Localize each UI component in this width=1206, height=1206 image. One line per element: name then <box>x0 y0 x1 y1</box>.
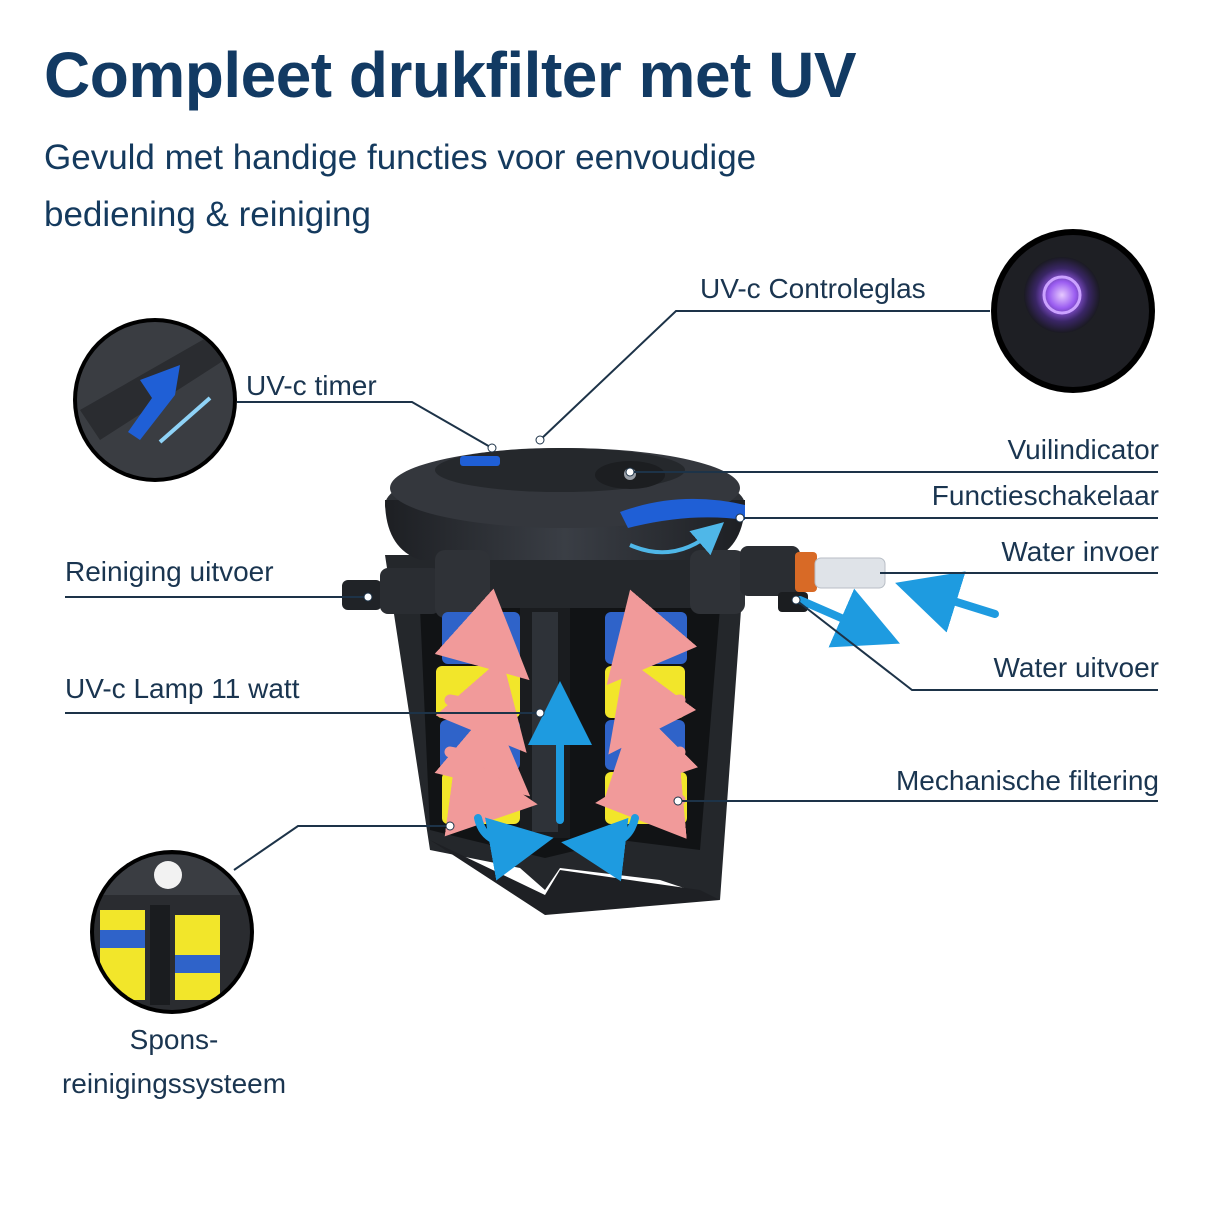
label-water-outlet: Water uitvoer <box>993 652 1159 683</box>
leader-lines <box>65 310 1158 871</box>
label-sponge-line2: reinigingssysteem <box>61 1068 287 1099</box>
page-subtitle-line2: bediening & reiniging <box>44 195 371 234</box>
uv-glass-close-up-icon <box>991 229 1155 393</box>
leader-dots <box>363 435 801 831</box>
switch-rotation-arrow <box>629 522 725 556</box>
sponge-system-close-up-icon <box>90 850 254 1014</box>
page-title: Compleet drukfilter met UV <box>44 39 857 111</box>
flow-arrows-inward <box>434 588 699 839</box>
label-cleaning-outlet: Reiniging uitvoer <box>65 556 274 587</box>
label-dirt-indicator: Vuilindicator <box>1007 434 1159 465</box>
label-mechanical-filtering: Mechanische filtering <box>895 765 1159 796</box>
label-sponge-line1: Spons- <box>129 1024 219 1055</box>
page-subtitle-line1: Gevuld met handige functies voor eenvoud… <box>44 138 757 177</box>
label-uv-lamp: UV-c Lamp 11 watt <box>65 673 300 704</box>
timer-close-up-icon <box>73 318 237 482</box>
label-uv-timer: UV-c timer <box>246 370 377 401</box>
label-water-inlet: Water invoer <box>1001 536 1159 567</box>
label-uv-glass: UV-c Controleglas <box>700 273 926 304</box>
label-function-switch: Functieschakelaar <box>931 480 1159 511</box>
flow-arrows-blue <box>474 571 999 882</box>
